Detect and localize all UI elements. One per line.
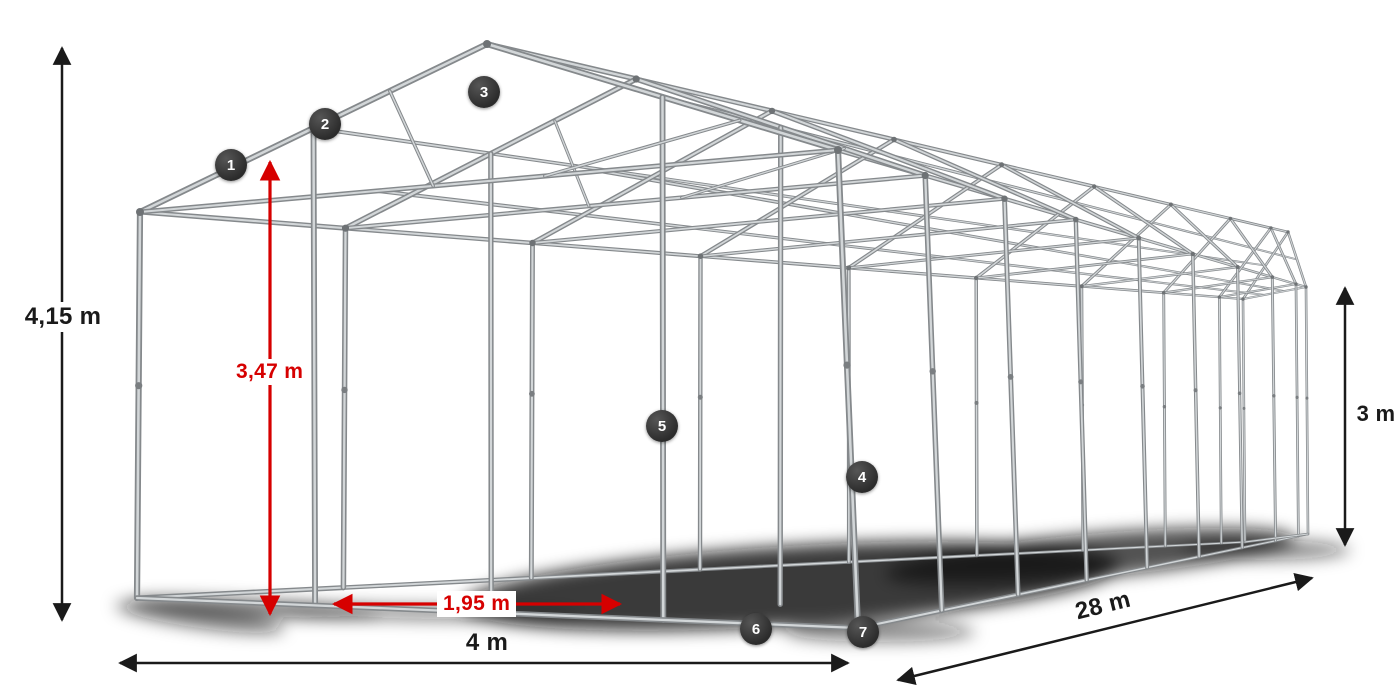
part-marker-4-label: 4 xyxy=(857,468,867,486)
dimension-pole-spacing: 1,95 m xyxy=(437,591,517,617)
part-marker-7[interactable]: 7 xyxy=(847,616,879,648)
dimension-side-height: 3 m xyxy=(1356,401,1396,426)
part-marker-7-label: 7 xyxy=(858,623,868,641)
part-marker-3-label: 3 xyxy=(479,83,489,101)
part-marker-2[interactable]: 2 xyxy=(309,108,341,140)
part-marker-4[interactable]: 4 xyxy=(846,461,878,493)
dimension-width: 4 m xyxy=(465,629,509,656)
steel-frame-structure xyxy=(133,40,1310,632)
part-marker-6-label: 6 xyxy=(751,620,761,638)
part-marker-5-label: 5 xyxy=(657,417,667,435)
highlight-arrows xyxy=(259,159,623,617)
part-marker-3[interactable]: 3 xyxy=(468,76,500,108)
part-marker-6[interactable]: 6 xyxy=(740,613,772,645)
part-marker-1[interactable]: 1 xyxy=(215,149,247,181)
part-marker-1-label: 1 xyxy=(226,156,236,174)
length-arrow xyxy=(896,572,1314,686)
part-marker-2-label: 2 xyxy=(320,115,330,133)
part-marker-5[interactable]: 5 xyxy=(646,410,678,442)
dimension-arrows xyxy=(52,46,1355,686)
dimension-total-height: 4,15 m xyxy=(17,302,109,332)
dimension-clear-height: 3,47 m xyxy=(230,359,310,385)
